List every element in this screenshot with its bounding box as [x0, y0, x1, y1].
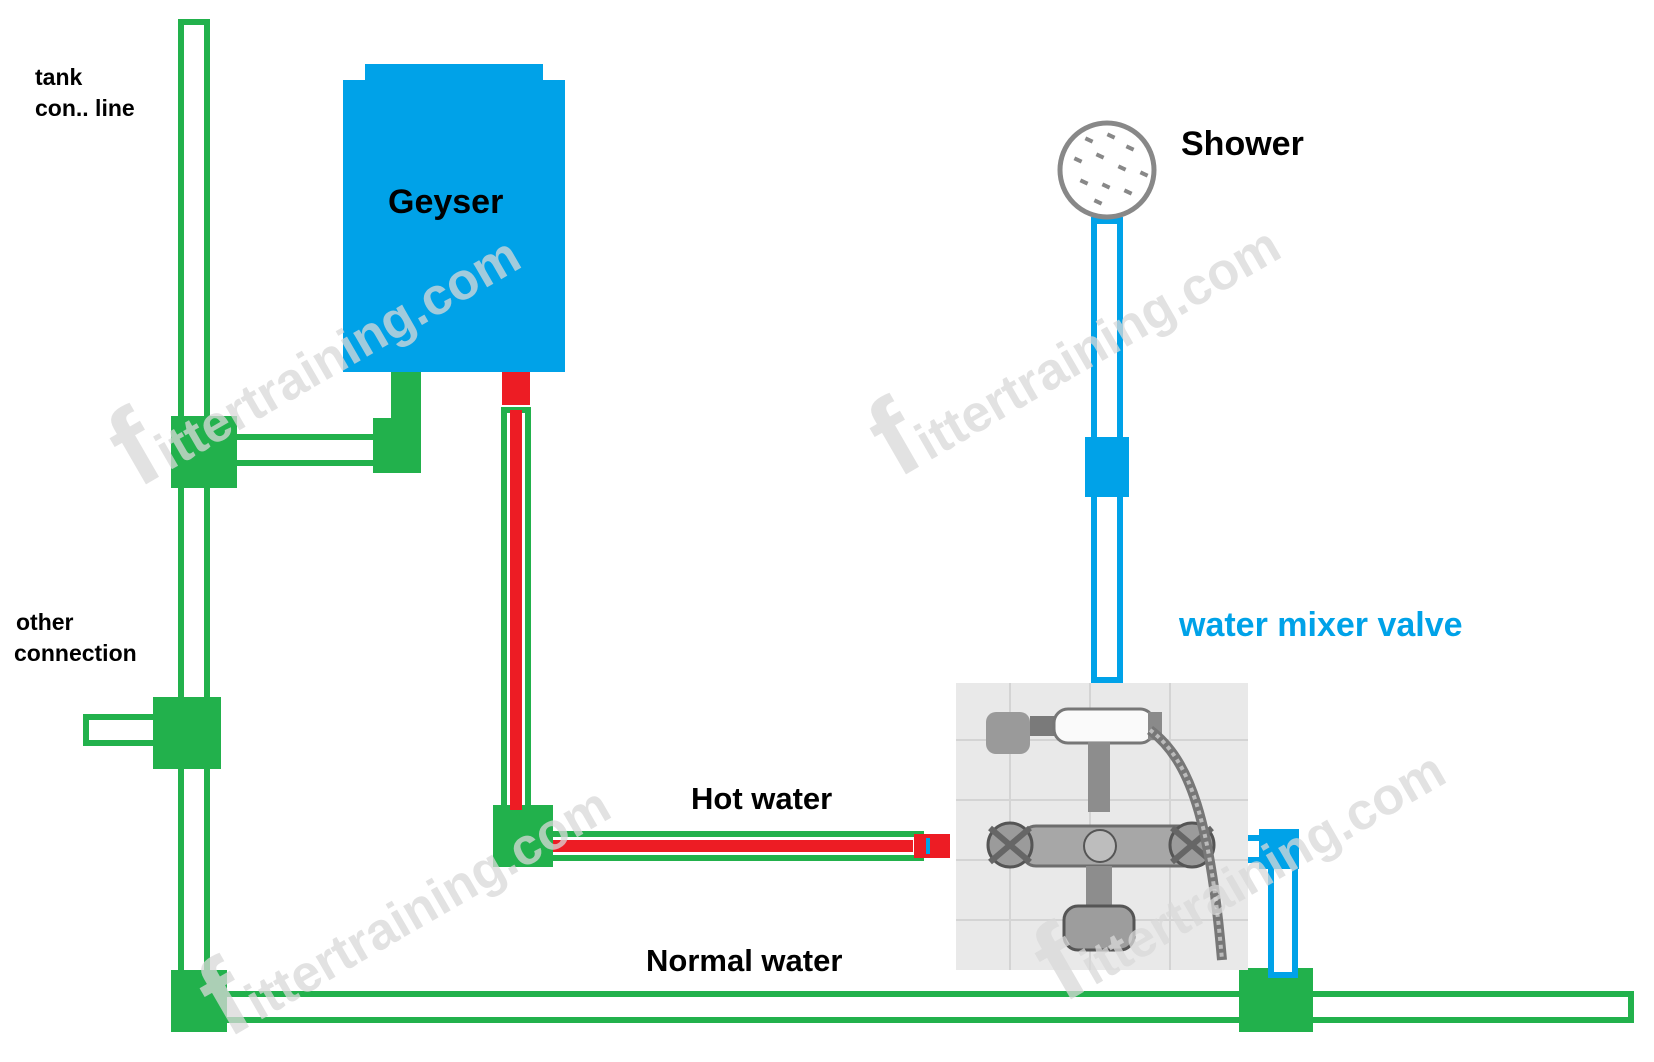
shower-head-icon — [1057, 120, 1157, 224]
mixer-tap-icon — [956, 683, 1248, 970]
elbow-fitting-bottom — [171, 970, 227, 1032]
tank-connection-pipe — [178, 19, 210, 1020]
hot-water-riser — [510, 410, 522, 810]
geyser-unit — [343, 64, 565, 372]
elbow-fitting-hot — [493, 805, 553, 867]
other-connection-label-1: other — [16, 609, 74, 635]
other-connection-label: other connection — [14, 607, 137, 669]
geyser-inlet-socket — [393, 369, 420, 419]
hot-water-end-fitting — [914, 834, 950, 858]
tee-fitting-other — [153, 697, 221, 769]
shower-label: Shower — [1181, 125, 1304, 163]
tank-line-label: tank con.. line — [35, 62, 135, 124]
tee-fitting-mixer — [1239, 968, 1313, 1032]
hot-water-pipes — [502, 365, 950, 858]
hot-end-mark — [926, 838, 930, 854]
geyser-cap — [365, 64, 543, 84]
hot-water-label: Hot water — [691, 781, 833, 816]
tee-fitting-geyser — [171, 416, 237, 488]
normal-water-label: Normal water — [646, 943, 843, 978]
geyser-label: Geyser — [388, 183, 504, 221]
geyser-body — [343, 80, 565, 372]
shower-coupler — [1085, 437, 1129, 497]
normal-water-pipe — [204, 991, 1634, 1023]
geyser-inlet-pipe — [204, 434, 395, 466]
tank-line-label-1: tank — [35, 64, 83, 90]
mixed-water-fittings — [1085, 437, 1299, 869]
tank-line-label-2: con.. line — [35, 95, 135, 121]
mixer-valve-label: water mixer valve — [1179, 606, 1463, 644]
mixer-inlet-elbow — [1259, 829, 1299, 869]
elbow-fitting-geyser — [373, 418, 421, 473]
hot-water-run — [553, 840, 913, 852]
other-connection-label-2: connection — [14, 640, 137, 666]
cold-water-fittings — [153, 369, 1313, 1032]
